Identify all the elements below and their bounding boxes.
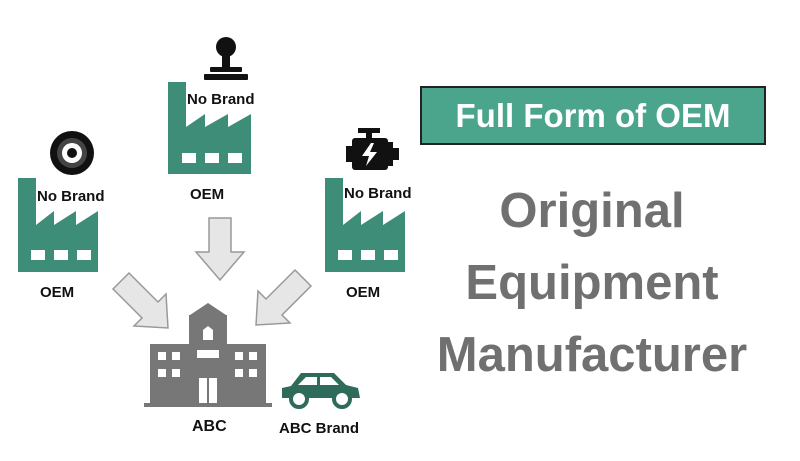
full-form-word-1: Original [499, 184, 685, 238]
gear-stick-icon [204, 37, 248, 80]
factory-icon-center [168, 82, 251, 174]
buyer-name: ABC [192, 418, 227, 435]
oem-label-left: OEM [40, 284, 75, 301]
brand-label-left: No Brand [37, 188, 105, 205]
full-form-word-3: Manufacturer [436, 328, 748, 382]
brand-label-right: No Brand [344, 185, 412, 202]
factory-icon-right [325, 178, 405, 272]
building-icon [144, 303, 272, 407]
oem-label-right: OEM [346, 284, 381, 301]
brand-label-center: No Brand [187, 91, 255, 108]
arrow-down-icon [194, 217, 246, 282]
engine-icon [346, 128, 399, 170]
factory-icon-left [18, 178, 98, 272]
oem-label-center: OEM [190, 186, 225, 203]
buyer-product-label: ABC Brand [279, 420, 360, 437]
arrow-from-right-icon [255, 268, 313, 326]
title-text: Full Form of OEM [455, 96, 731, 134]
title-banner: Full Form of OEM [420, 86, 766, 145]
tyre-icon [50, 131, 94, 175]
full-form-word-2: Equipment [465, 256, 719, 310]
arrow-from-left-icon [111, 271, 169, 329]
car-icon [282, 373, 360, 409]
